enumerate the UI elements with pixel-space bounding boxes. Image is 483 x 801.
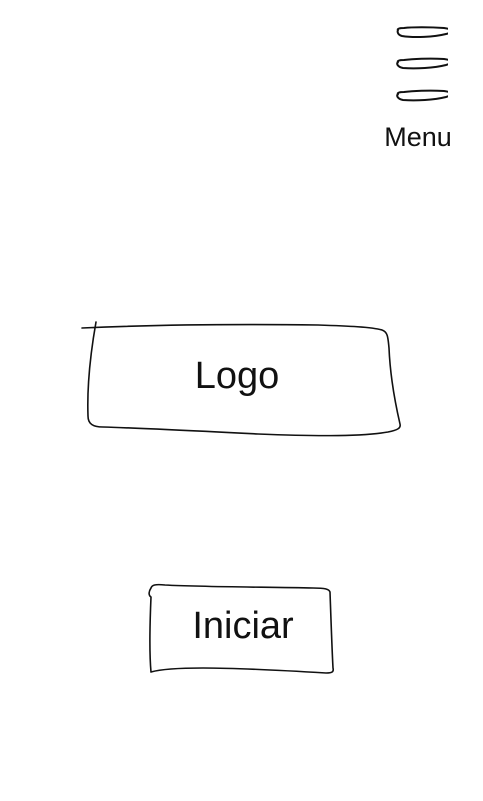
start-button[interactable]: Iniciar — [143, 580, 339, 678]
logo-text: Logo — [194, 355, 280, 397]
start-button-label: Iniciar — [192, 605, 294, 647]
menu-button[interactable]: Menu — [376, 22, 460, 162]
start-button-outline — [148, 583, 335, 674]
menu-label: Menu — [384, 122, 452, 152]
hamburger-menu-icon[interactable] — [384, 22, 448, 114]
logo-box-outline — [81, 321, 401, 437]
logo-placeholder: Logo — [78, 316, 408, 444]
